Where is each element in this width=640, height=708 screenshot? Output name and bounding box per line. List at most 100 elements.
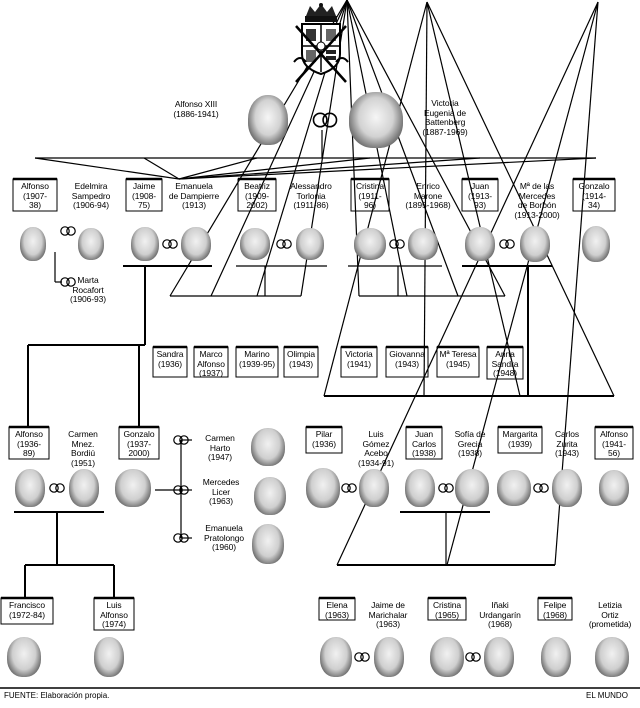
connector-line — [323, 1, 428, 397]
source-note: FUENTE: Elaboración propia. — [4, 691, 110, 700]
person-label-mercedes: Mª de las Mercedes de Borbón (1913-2000) — [514, 181, 560, 220]
connector-line — [143, 157, 180, 180]
portrait-cristina-1911 — [354, 228, 386, 260]
connector-line — [178, 157, 481, 180]
portrait-enrico — [408, 228, 438, 260]
portrait-juan-carlos — [405, 469, 435, 507]
connector-line — [178, 157, 258, 180]
connector-line — [346, 0, 408, 297]
marriage-rings-icon — [66, 226, 76, 236]
portrait-francisco — [7, 637, 41, 677]
person-label-emanuela-dampierre: Emanuela de Dampierre (1913) — [168, 181, 220, 210]
person-label-sofia: Sofía de Grecia (1938) — [454, 429, 486, 458]
connector-line — [423, 1, 428, 397]
person-label-elena: Elena (1963) — [325, 600, 349, 620]
person-label-alessandro: Alessandro Torlonia (1911-86) — [290, 181, 332, 210]
portrait-letizia — [595, 637, 629, 677]
person-label-francisco: Francisco (1972-84) — [9, 600, 45, 620]
marriage-rings-icon — [276, 239, 286, 249]
person-label-beatriz: Beatriz (1909- 2002) — [244, 181, 270, 210]
portrait-beatriz — [240, 228, 270, 260]
portrait-luis-gomez — [359, 469, 389, 507]
person-label-felipe: Felipe (1968) — [543, 600, 567, 620]
portrait-gonzalo-1914 — [582, 226, 610, 262]
portrait-felipe — [541, 637, 571, 677]
portrait-carmen-harto — [251, 428, 285, 466]
marriage-rings-icon — [49, 483, 59, 493]
marriage-rings-icon — [341, 483, 351, 493]
person-label-giovanna: Giovanna (1943) — [389, 349, 425, 369]
marriage-rings-icon — [60, 226, 70, 236]
marriage-rings-icon — [471, 652, 481, 662]
person-label-carlos-zurita: Carlos Zurita (1943) — [555, 429, 579, 458]
marriage-rings-icon — [444, 483, 454, 493]
person-label-jaime: Jaime (1908- 75) — [132, 181, 156, 210]
marriage-rings-icon — [282, 239, 292, 249]
marriage-rings-icon — [347, 483, 357, 493]
portrait-alessandro — [296, 228, 324, 260]
person-label-carmen-harto: Carmen Harto (1947) — [205, 433, 235, 462]
person-label-edelmira: Edelmira Sampedro (1906-94) — [71, 181, 111, 210]
person-label-luis-gomez: Luis Gómez Acebo (1934-91) — [358, 429, 394, 468]
marriage-rings-icon — [312, 112, 328, 128]
portrait-juan — [465, 227, 495, 261]
portrait-mercedes — [520, 226, 550, 262]
marriage-rings-icon — [354, 652, 364, 662]
person-label-pilar: Pilar (1936) — [312, 429, 336, 449]
person-label-marco: Marco Alfonso (1937) — [197, 349, 225, 378]
portrait-gonzalo-1937 — [115, 469, 151, 507]
person-label-mteresa: Mª Teresa (1945) — [439, 349, 477, 369]
connector-line — [426, 1, 615, 397]
portrait-jaime — [131, 227, 159, 261]
portrait-inaki — [484, 637, 514, 677]
marriage-rings-icon — [395, 239, 405, 249]
person-label-cristina-1911: Cristina (1911- 96) — [355, 181, 384, 210]
person-label-alfonso-1936: Alfonso (1936- 89) — [15, 429, 43, 458]
royal-crest-icon — [293, 3, 349, 83]
portrait-alfonso-1941 — [599, 470, 629, 506]
person-label-gonzalo-1914: Gonzalo (1914- 34) — [578, 181, 610, 210]
person-label-victoria-1941: Victoria (1941) — [345, 349, 373, 369]
marriage-rings-icon — [168, 239, 178, 249]
person-label-margarita: Margarita (1939) — [502, 429, 538, 449]
portrait-jaime-marichalar — [374, 637, 404, 677]
portrait-carmen-bordiu — [69, 469, 99, 507]
person-label-alfonso-1907: Alfonso (1907- 38) — [21, 181, 49, 210]
person-label-emanuela-pratolongo: Emanuela Pratolongo (1960) — [203, 523, 245, 552]
connector-line — [426, 1, 521, 397]
person-label-gonzalo-1937: Gonzalo (1937- 2000) — [123, 429, 155, 458]
person-label-enrico: Enrico Marone (1895-1968) — [405, 181, 451, 210]
portrait-carlos-zurita — [552, 469, 582, 507]
connector-line — [34, 157, 180, 180]
connector-line — [178, 157, 371, 180]
portrait-sofia — [455, 469, 489, 507]
person-label-juan: Juan (1913- 93) — [468, 181, 492, 210]
portrait-emanuela-pratolongo — [252, 524, 284, 564]
marriage-rings-icon — [499, 239, 509, 249]
person-label-alfonso-1941: Alfonso (1941- 56) — [600, 429, 628, 458]
portrait-emanuela-dampierre — [181, 227, 211, 261]
marriage-rings-icon — [465, 652, 475, 662]
marriage-rings-icon — [162, 239, 172, 249]
person-label-anna-sandra: Anna Sandra (1948) — [491, 349, 519, 378]
portrait-mercedes-licer — [254, 477, 286, 515]
connector-line — [178, 157, 597, 180]
publisher-credit: EL MUNDO — [586, 691, 628, 700]
marriage-rings-icon — [55, 483, 65, 493]
marriage-rings-icon — [505, 239, 515, 249]
person-label-cristina-1965: Cristina (1965) — [432, 600, 461, 620]
person-label-marino: Marino (1939-95) — [239, 349, 275, 369]
person-label-letizia: Letizia Ortiz (prometida) — [588, 600, 632, 629]
person-label-luis-alfonso: Luis Alfonso (1974) — [100, 600, 128, 629]
portrait-alfonso-xiii — [248, 95, 288, 145]
marriage-rings-icon — [533, 483, 543, 493]
person-label-juan-carlos: Juan Carlos (1938) — [412, 429, 436, 458]
portrait-luis-alfonso — [94, 637, 124, 677]
marriage-rings-icon — [438, 483, 448, 493]
marriage-rings-icon — [66, 277, 76, 287]
person-label-carmen-bordiu: Carmen Mnez. Bordiú (1951) — [68, 429, 98, 468]
marriage-rings-icon — [389, 239, 399, 249]
person-label-olimpia: Olimpia (1943) — [286, 349, 316, 369]
portrait-alfonso-1907 — [20, 227, 46, 261]
